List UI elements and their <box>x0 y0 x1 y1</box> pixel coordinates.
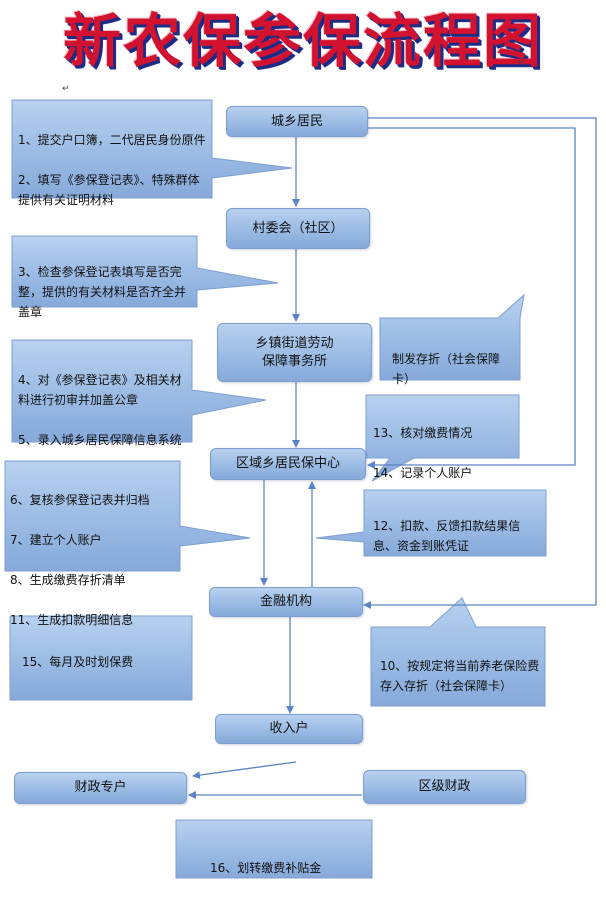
arrow-residents-to-bank-loop <box>363 117 597 609</box>
callout-line: 7、建立个人账户 <box>10 533 102 547</box>
paragraph-mark: ↵ <box>518 58 526 68</box>
callout-shape-passbook <box>379 293 525 381</box>
callout-line: 12、扣款、反馈扣款结果信息、资金到账凭证 <box>373 519 521 553</box>
callout-line: 8、生成缴费存折清单 <box>10 573 126 587</box>
callout-shape-16 <box>175 819 373 879</box>
callout-line: 1、提交户口簿，二代居民身份原件 <box>18 133 206 147</box>
node-residents-label: 城乡居民 <box>270 113 323 129</box>
node-residents: 城乡居民 <box>226 106 368 137</box>
paragraph-mark: ↵ <box>62 84 70 94</box>
callout-steps-13-14: 13、核对缴费情况 14、记录个人账户 <box>373 403 517 503</box>
callout-line: 16、划转缴费补贴金 <box>210 861 322 875</box>
callout-line: 11、生成扣款明细信息 <box>10 613 134 627</box>
callout-shape-4-5 <box>11 339 267 443</box>
callout-line: 14、记录个人账户 <box>373 466 473 480</box>
callout-line: 3、检查参保登记表填写是否完整，提供的有关材料是否齐全并盖章 <box>18 265 187 319</box>
node-fiscal-label: 财政专户 <box>74 780 127 795</box>
callout-steps-1-2: 1、提交户口簿，二代居民身份原件 2、填写《参保登记表》、特殊群体提供有关证明材… <box>18 110 210 230</box>
callout-line: 4、对《参保登记表》及相关材料进行初审并加盖公章 <box>18 373 182 407</box>
node-township-label: 乡镇街道劳动 保障事务所 <box>255 335 334 369</box>
node-financial-institution: 金融机构 <box>209 587 363 617</box>
callout-line: 13、核对缴费情况 <box>373 426 473 440</box>
node-center-label: 区域乡居民保中心 <box>235 456 340 471</box>
callout-shape-1-2 <box>11 99 293 199</box>
node-bank-label: 金融机构 <box>259 594 312 609</box>
node-village-label: 村委会（社区） <box>252 220 344 236</box>
node-district-label: 区级财政 <box>418 779 471 794</box>
callout-step-15: 15、每月及时划保费 <box>22 632 187 692</box>
callout-passbook: 制发存折（社会保障卡） <box>392 329 514 409</box>
callout-line: 2、填写《参保登记表》、特殊群体提供有关证明材料 <box>18 173 200 207</box>
callout-line: 6、复核参保登记表并归档 <box>10 493 150 507</box>
callout-line: 15、每月及时划保费 <box>22 655 134 669</box>
callout-steps-6-11: 6、复核参保登记表并归档 7、建立个人账户 8、生成缴费存折清单 11、生成扣款… <box>10 470 180 650</box>
callout-step-3: 3、检查参保登记表填写是否完整，提供的有关材料是否齐全并盖章 <box>18 242 196 342</box>
node-regional-center: 区域乡居民保中心 <box>210 448 366 480</box>
callout-line: 5、录入城乡居民保障信息系统 <box>18 433 182 447</box>
callout-shape-13-14 <box>365 394 520 482</box>
callout-shape-3 <box>11 235 279 308</box>
callout-line: 制发存折（社会保障卡） <box>392 352 501 386</box>
callout-step-16: 16、划转缴费补贴金 <box>210 838 370 898</box>
node-village-committee: 村委会（社区） <box>226 208 370 249</box>
callout-line: 10、按规定将当前养老保险费存入存折（社会保障卡） <box>380 659 540 693</box>
callout-shape-6-11 <box>4 460 251 572</box>
node-income-account: 收入户 <box>215 714 363 744</box>
callout-step-10: 10、按规定将当前养老保险费存入存折（社会保障卡） <box>380 636 540 716</box>
callout-steps-4-5: 4、对《参保登记表》及相关材料进行初审并加盖公章 5、录入城乡居民保障信息系统 <box>18 350 190 470</box>
node-fiscal-special-account: 财政专户 <box>14 772 187 804</box>
page-title: 新农保参保流程图 <box>62 7 543 75</box>
node-township-office: 乡镇街道劳动 保障事务所 <box>217 323 372 382</box>
callout-step-12: 12、扣款、反馈扣款结果信息、资金到账凭证 <box>373 496 543 576</box>
callout-shape-15 <box>9 615 193 701</box>
arrow-residents-to-center-loop <box>367 127 576 469</box>
node-income-label: 收入户 <box>269 721 309 736</box>
node-district-finance: 区级财政 <box>363 770 526 804</box>
callout-shape-10 <box>370 597 546 707</box>
arrow-income-to-fiscal <box>192 761 297 780</box>
callout-shape-12 <box>315 489 547 557</box>
